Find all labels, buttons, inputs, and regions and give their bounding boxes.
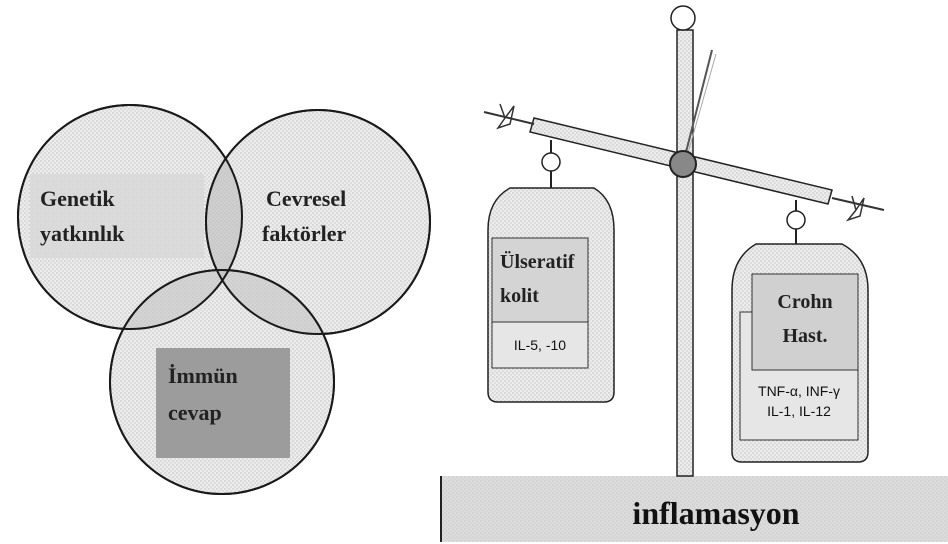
environmental-label-line2: faktörler — [262, 221, 347, 246]
scale-pole — [677, 30, 693, 476]
right-bottle-cytokines-line1: TNF-α, INF-γ — [758, 383, 840, 399]
environmental-label-line1: Cevresel — [266, 186, 346, 211]
immune-label-line1: İmmün — [168, 363, 238, 388]
genetic-label-line2: yatkınlık — [40, 221, 125, 246]
beam-right-ornament — [848, 196, 864, 220]
left-bottle-title-line1: Ülseratif — [500, 250, 575, 273]
right-hanger-ring — [787, 211, 805, 229]
left-bottle-cytokines: IL-5, -10 — [514, 337, 566, 353]
left-hanger-ring — [542, 153, 560, 171]
right-bottle-title-line1: Crohn — [777, 291, 832, 313]
right-bottle-title-box — [752, 274, 858, 370]
venn-diagram: Genetik yatkınlık Cevresel faktörler İmm… — [18, 105, 430, 494]
right-bottle-title-line2: Hast. — [783, 325, 828, 347]
right-bottle-cytokines-line2: IL-1, IL-12 — [767, 403, 831, 419]
immune-label-line2: cevap — [168, 400, 222, 425]
scale-pivot — [670, 151, 696, 177]
left-bottle-title-line2: kolit — [500, 285, 539, 307]
genetic-label-line1: Genetik — [40, 186, 115, 211]
inflammation-label: inflamasyon — [632, 495, 799, 531]
balance-scale: inflamasyon Ülseratif kolit IL-5, -10 — [440, 6, 948, 542]
pole-top-knob — [671, 6, 695, 30]
